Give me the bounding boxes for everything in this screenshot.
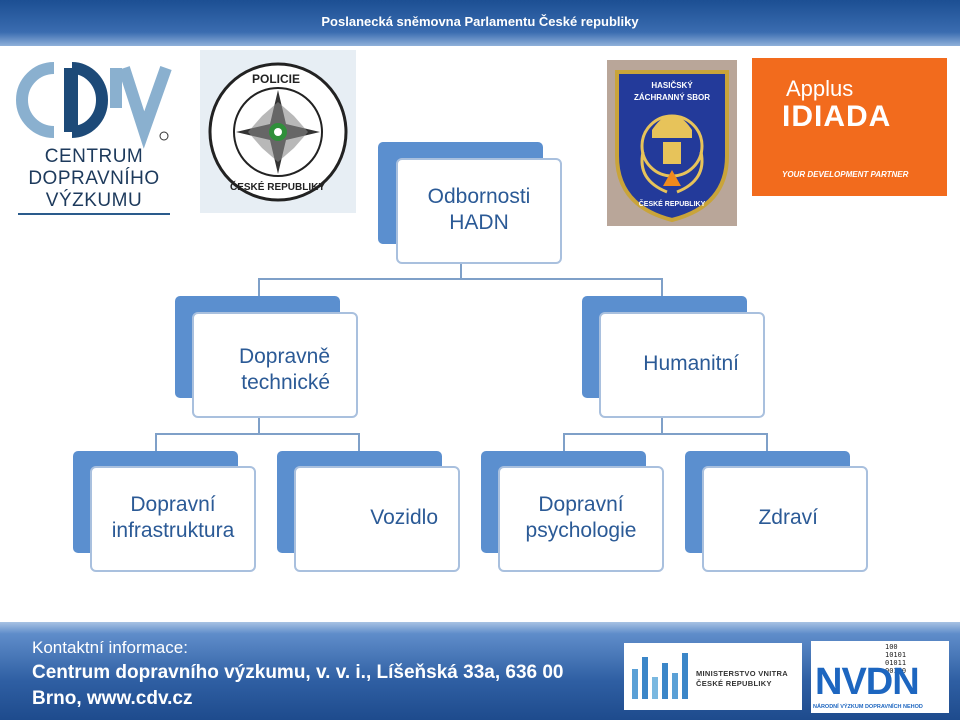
nvdn-bits-row: 10101 [885, 651, 907, 659]
connector-left-down [258, 418, 260, 434]
applus-tagline: YOUR DEVELOPMENT PARTNER [782, 170, 909, 179]
fire-shield-icon: HASIČSKÝ ZÁCHRANNÝ SBOR ČESKÉ REPUBLIKY [615, 70, 729, 223]
connector-rl [563, 433, 565, 451]
connector-left-bar [155, 433, 360, 435]
header-band [0, 0, 960, 46]
contact-address: Centrum dopravního výzkumu, v. v. i., Lí… [32, 662, 564, 683]
node-l2-1-line1: Vozidlo [370, 506, 438, 529]
connector-rr [766, 433, 768, 451]
nvdn-bits: 100 10101 01011 00100 [885, 643, 906, 675]
connector-ll [155, 433, 157, 451]
cdv-emblem-icon [16, 62, 172, 149]
applus-name: IDIADA [782, 100, 892, 133]
connector-lr [358, 433, 360, 451]
fire-text-1: HASIČSKÝ [651, 81, 693, 90]
ministry-bars-icon [632, 653, 688, 699]
node-l2-3-line1: Zdraví [758, 506, 818, 529]
connector-root [460, 263, 462, 279]
node-dopravni-psychologie: Dopravní psychologie [498, 466, 664, 572]
cdv-line2: DOPRAVNÍHO [28, 168, 160, 189]
fire-rescue-logo: HASIČSKÝ ZÁCHRANNÝ SBOR ČESKÉ REPUBLIKY [607, 60, 737, 226]
connector-right-bar [563, 433, 768, 435]
connector-left [258, 278, 260, 296]
nvdn-bits-row: 01011 [885, 659, 907, 667]
contact-label: Kontaktní informace: [32, 638, 188, 657]
nvdn-logo: 100 10101 01011 00100 NVDN NÁRODNÍ VÝZKU… [811, 641, 949, 713]
connector-level1-bar [258, 278, 663, 280]
ministry-line2: ČESKÉ REPUBLIKY [696, 679, 772, 688]
cdv-underline [18, 213, 170, 215]
cdv-line3: VÝZKUMU [45, 190, 143, 211]
node-l1-0-line2: technické [241, 371, 330, 394]
ministry-line1: MINISTERSTVO VNITRA [696, 669, 788, 678]
fire-text-2: ZÁCHRANNÝ SBOR [634, 93, 710, 102]
connector-right [661, 278, 663, 296]
node-dopravne-technicke: Dopravně technické [192, 312, 358, 418]
node-l1-1-line1: Humanitní [643, 352, 739, 375]
nvdn-name: NVDN [815, 661, 920, 703]
node-zdravi: Zdraví [702, 466, 868, 572]
police-logo: POLICIE ČESKÉ REPUBLIKY [200, 50, 356, 213]
node-vozidlo: Vozidlo [294, 466, 460, 572]
nvdn-subtitle: NÁRODNÍ VÝZKUM DOPRAVNÍCH NEHOD [813, 704, 923, 710]
node-root: Odbornosti HADN [396, 158, 562, 264]
applus-brand: Applus [786, 76, 854, 101]
cdv-line1: CENTRUM [44, 146, 144, 167]
node-humanitni: Humanitní [599, 312, 765, 418]
fire-text-3: ČESKÉ REPUBLIKY [639, 199, 706, 208]
node-l2-0-line2: infrastruktura [111, 519, 235, 542]
nvdn-bits-row: 100 [885, 643, 898, 651]
police-word-bottom: ČESKÉ REPUBLIKY [230, 182, 326, 193]
node-l2-2-line2: psychologie [525, 519, 637, 542]
ministry-logo: MINISTERSTVO VNITRA ČESKÉ REPUBLIKY [624, 643, 802, 710]
contact-city-web: Brno, www.cdv.cz [32, 688, 193, 709]
applus-idiada-logo: Applus IDIADA YOUR DEVELOPMENT PARTNER [752, 58, 947, 196]
node-root-line2: HADN [449, 211, 509, 234]
police-word-top: POLICIE [252, 72, 301, 86]
police-star-icon [208, 62, 348, 202]
node-l1-0-line1: Dopravně [238, 345, 330, 368]
node-l2-0-line1: Dopravní [130, 493, 216, 516]
nvdn-bits-row: 00100 [885, 667, 907, 675]
header-title: Poslanecká sněmovna Parlamentu České rep… [321, 14, 639, 29]
node-root-line1: Odbornosti [427, 185, 531, 208]
connector-right-down [661, 418, 663, 434]
cdv-logo: CENTRUM DOPRAVNÍHO VÝZKUMU [14, 60, 174, 218]
node-dopravni-infrastruktura: Dopravní infrastruktura [90, 466, 256, 572]
node-l2-2-line1: Dopravní [538, 493, 624, 516]
